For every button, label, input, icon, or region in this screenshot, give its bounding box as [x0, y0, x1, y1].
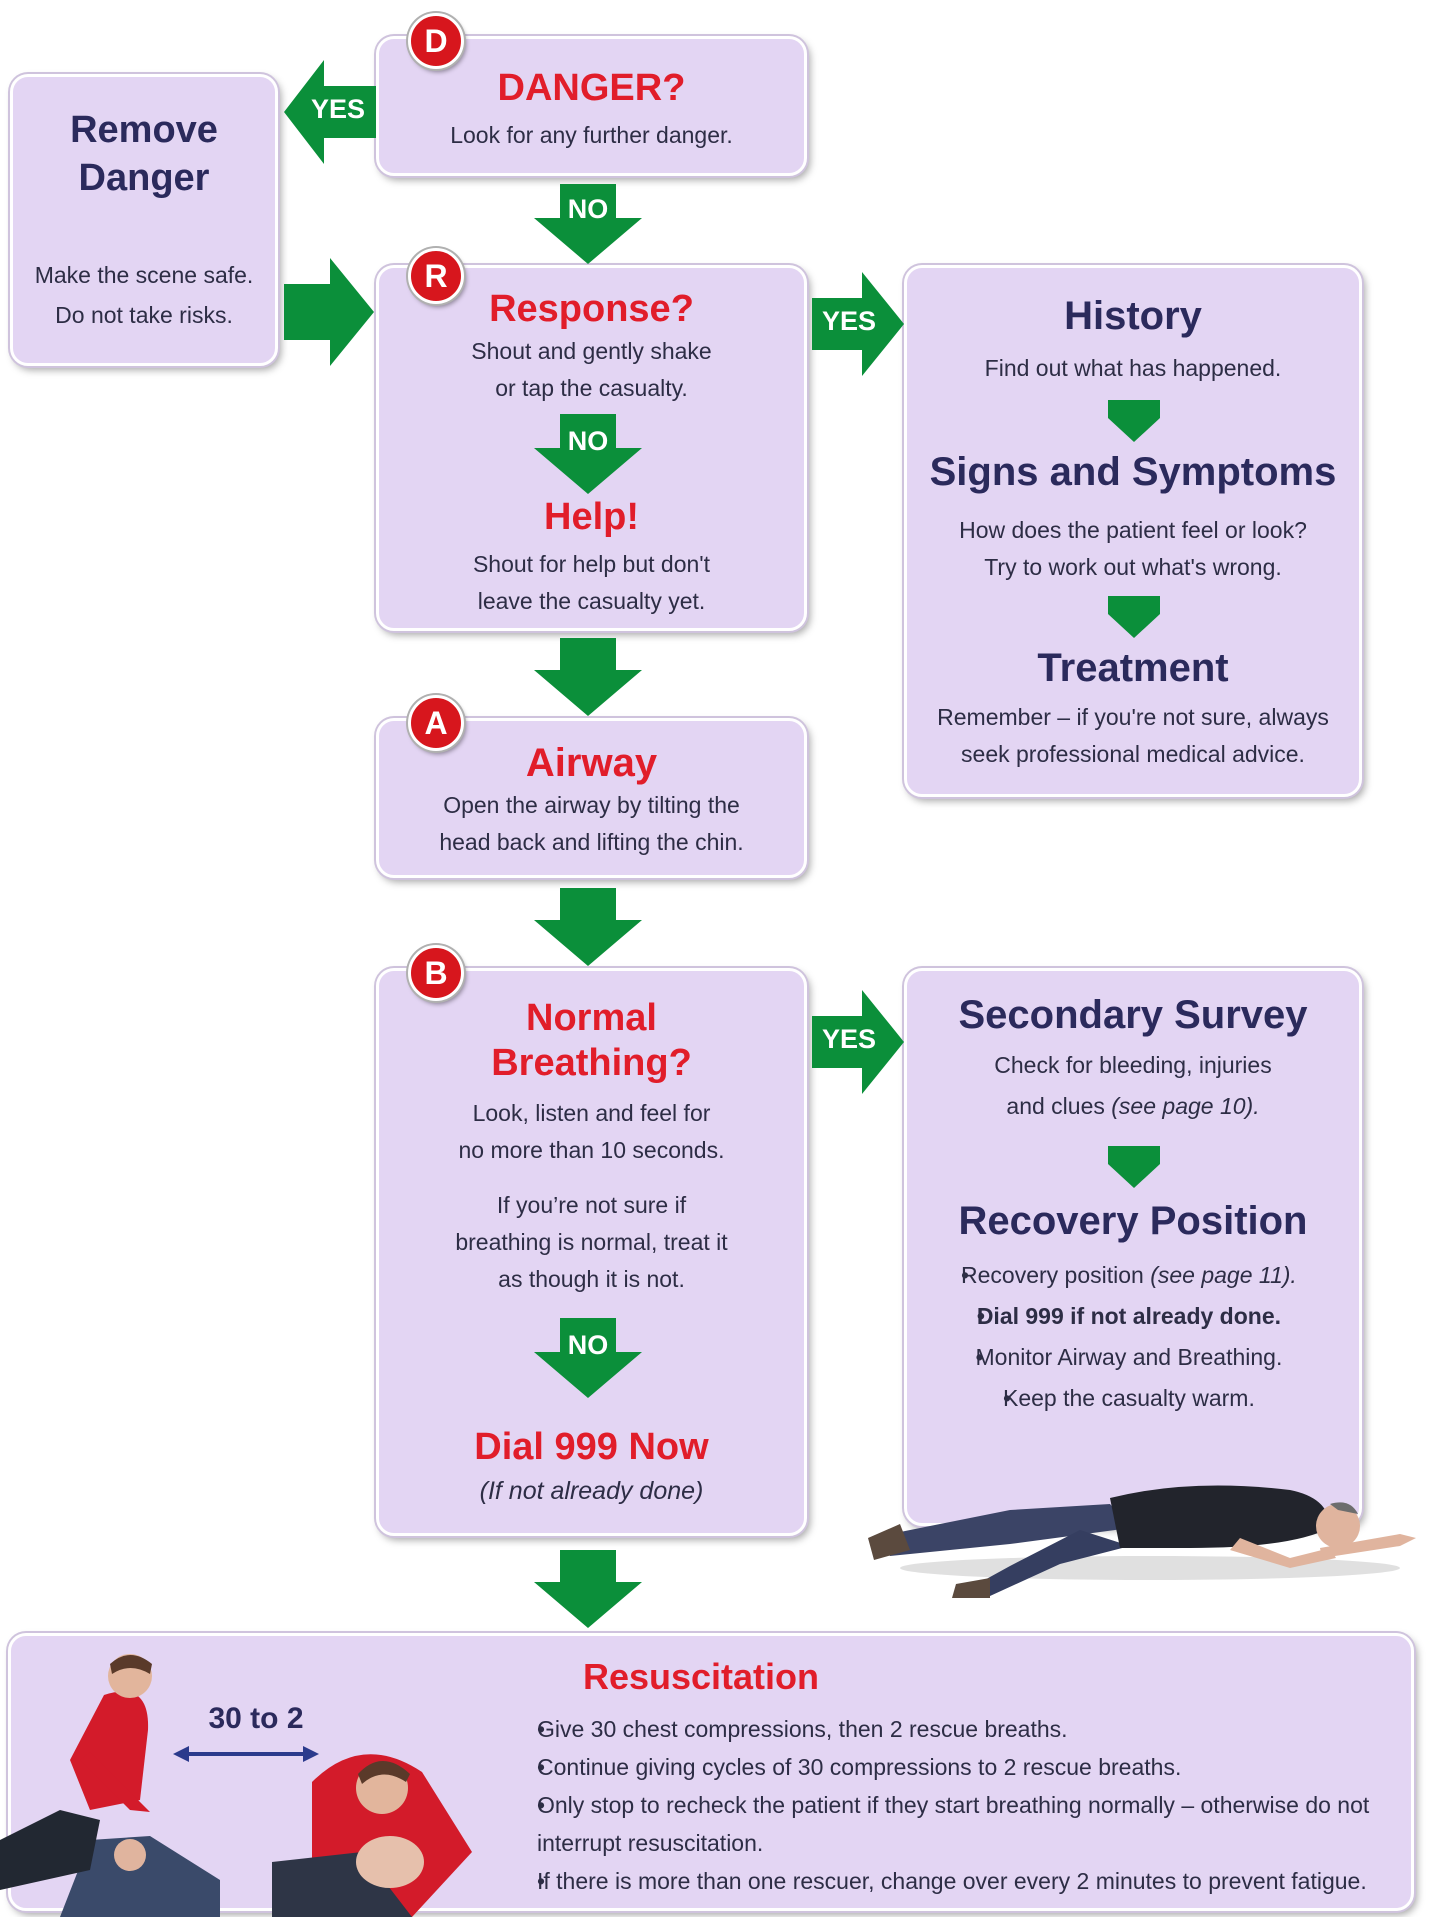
airway-text-2: head back and lifting the chin. [439, 829, 744, 855]
double-arrow-icon [173, 1746, 319, 1762]
rescue-breath-figure [272, 1754, 472, 1917]
remove-danger-text-1: Make the scene safe. [34, 262, 254, 288]
recovery-title: Recovery Position [958, 1199, 1308, 1243]
ratio-label: 30 to 2 [208, 1702, 304, 1735]
badge-a: A [408, 695, 464, 751]
arrow-no-dial-icon [534, 1318, 642, 1398]
treatment-text-2: seek professional medical advice. [961, 741, 1305, 767]
resuscitation-list: Give 30 chest compressions, then 2 rescu… [505, 1710, 1405, 1900]
breathing-box: Normal Breathing? Look, listen and feel … [376, 968, 807, 1536]
airway-text-1: Open the airway by tilting the [443, 792, 740, 818]
airway-title: Airway [525, 741, 658, 785]
arrow-down-resus-icon [534, 1550, 642, 1628]
breathing-note-1: If you’re not sure if [496, 1192, 687, 1218]
help-title: Help! [544, 496, 639, 538]
resuscitation-item: If there is more than one rescuer, chang… [505, 1862, 1405, 1900]
badge-b: B [408, 945, 464, 1001]
dial-999-title: Dial 999 Now [474, 1426, 709, 1468]
response-title: Response? [489, 288, 694, 330]
history-title: History [1064, 294, 1202, 338]
breathing-note-2: breathing is normal, treat it [455, 1229, 728, 1255]
secondary-text-2: and clues (see page 10). [907, 1088, 1359, 1125]
danger-box: DANGER? Look for any further danger. [376, 36, 807, 176]
pentagon-arrow-icon [1108, 596, 1160, 638]
breathing-title-2: Breathing? [491, 1042, 692, 1084]
arrow-yes-right-icon [812, 272, 904, 376]
yes-label-breathing: YES [821, 1024, 877, 1054]
secondary-survey-box: Secondary Survey Check for bleeding, inj… [904, 968, 1362, 1526]
no-label-help: NO [567, 426, 609, 456]
treatment-text-1: Remember – if you're not sure, always [937, 704, 1329, 730]
resuscitation-item: Give 30 chest compressions, then 2 rescu… [505, 1710, 1405, 1748]
resuscitation-item: Continue giving cycles of 30 compression… [505, 1748, 1405, 1786]
arrow-right-icon [284, 258, 374, 366]
signs-title: Signs and Symptoms [929, 450, 1337, 494]
danger-title: DANGER? [497, 67, 686, 109]
recovery-item: Dial 999 if not already done. [947, 1296, 1297, 1337]
yes-label-danger: YES [310, 94, 366, 124]
arrow-yes-left-icon [284, 60, 376, 164]
response-text-2: or tap the casualty. [495, 375, 688, 401]
pentagon-arrow-icon [1108, 1146, 1160, 1188]
secondary-title: Secondary Survey [958, 993, 1308, 1037]
remove-danger-title-2: Danger [78, 157, 210, 199]
badge-r: R [408, 248, 464, 304]
no-label-danger: NO [567, 194, 609, 224]
signs-text-2: Try to work out what's wrong. [984, 554, 1282, 580]
secondary-text-2a: and clues [1006, 1093, 1112, 1119]
history-text: Find out what has happened. [984, 355, 1282, 381]
arrow-down-breathing-icon [534, 888, 642, 966]
resuscitation-title: Resuscitation [582, 1656, 820, 1697]
pentagon-arrow-icon [1108, 400, 1160, 442]
arrow-no-down-icon [534, 184, 642, 264]
breathing-note-3: as though it is not. [498, 1266, 685, 1292]
arrow-no-help-icon [534, 414, 642, 494]
recovery-item: Monitor Airway and Breathing. [947, 1337, 1297, 1378]
response-text-1: Shout and gently shake [471, 338, 712, 364]
breathing-title-1: Normal [526, 997, 657, 1039]
dial-999-sub: (If not already done) [479, 1477, 704, 1505]
recovery-position-figure [868, 1485, 1416, 1598]
secondary-text-1: Check for bleeding, injuries [994, 1052, 1272, 1078]
signs-text-1: How does the patient feel or look? [959, 517, 1307, 543]
arrow-down-airway-icon [534, 638, 642, 716]
remove-danger-box: Remove Danger Make the scene safe. Do no… [10, 74, 278, 366]
recovery-list: Recovery position (see page 11). Dial 99… [947, 1255, 1297, 1419]
breathing-text-1: Look, listen and feel for [472, 1100, 711, 1126]
badge-d: D [408, 13, 464, 69]
danger-text: Look for any further danger. [450, 122, 733, 148]
recovery-item: Keep the casualty warm. [947, 1378, 1297, 1419]
yes-label-response: YES [821, 306, 877, 336]
resuscitation-box: Resuscitation Give 30 chest compressions… [8, 1633, 1414, 1911]
help-text-1: Shout for help but don't [472, 551, 711, 577]
secondary-page-ref: (see page 10). [1111, 1093, 1260, 1119]
remove-danger-text-2: Do not take risks. [55, 302, 233, 328]
help-text-2: leave the casualty yet. [477, 588, 706, 614]
arrow-yes-secondary-icon [812, 990, 904, 1094]
recovery-item: Recovery position (see page 11). [947, 1255, 1297, 1296]
breathing-text-2: no more than 10 seconds. [458, 1137, 725, 1163]
no-label-breathing: NO [567, 1330, 609, 1360]
chest-compression-figure [0, 1654, 220, 1917]
resuscitation-item: Only stop to recheck the patient if they… [505, 1786, 1405, 1862]
history-box: History Find out what has happened. Sign… [904, 265, 1362, 797]
remove-danger-title-1: Remove [70, 109, 218, 151]
treatment-title: Treatment [1037, 646, 1229, 690]
